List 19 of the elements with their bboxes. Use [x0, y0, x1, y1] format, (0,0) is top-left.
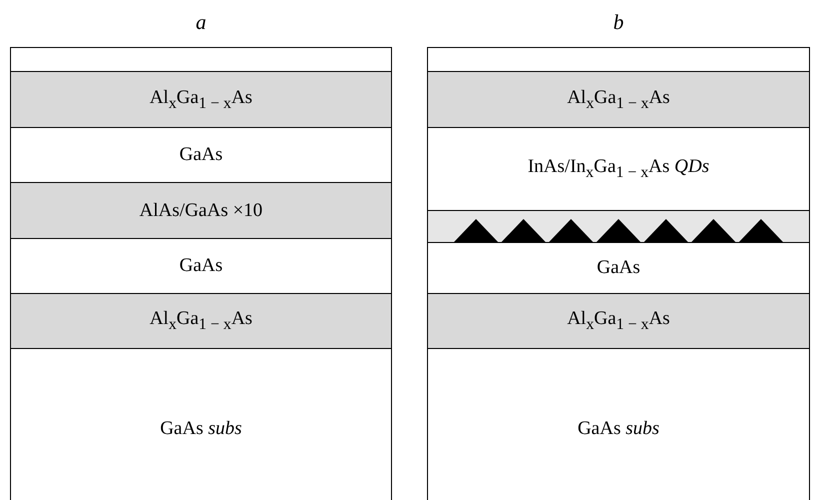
layer [11, 183, 391, 239]
layer-label: Al$_{x}$Ga$_{1 − x}$As [567, 308, 670, 334]
layer-label: GaAs [596, 257, 640, 279]
layer-label: Al$_{x}$Ga$_{1 − x}$As [150, 86, 252, 112]
layer-label: GaAs [179, 255, 223, 277]
panel-label: b [612, 10, 625, 35]
layer-label: GaAs subs [160, 418, 242, 440]
panel-label: a [194, 10, 208, 35]
layer [428, 294, 809, 349]
layer-label: GaAs subs [578, 418, 660, 440]
quantum-dot-layer [428, 211, 809, 243]
layer [428, 72, 809, 128]
layer-label: InAs/In$_{x}$Ga$_{1 − x}$As QDs [528, 156, 710, 182]
layer-label: AlAs/GaAs ×10 [139, 200, 263, 222]
layer [11, 72, 391, 128]
layer-label: Al$_{x}$Ga$_{1 − x}$As [567, 86, 670, 112]
layer-label: GaAs [179, 144, 223, 166]
layer-label: Al$_{x}$Ga$_{1 − x}$As [150, 308, 252, 334]
layer [11, 294, 391, 349]
